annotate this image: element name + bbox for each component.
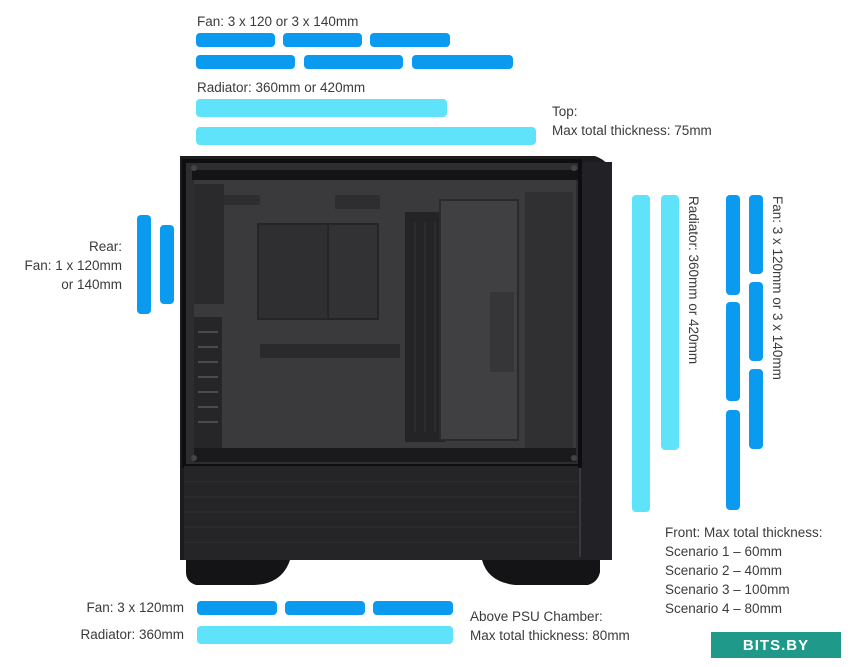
top-radiator-label: Radiator: 360mm or 420mm (197, 80, 366, 95)
front-scenario-1: Scenario 1 – 60mm (665, 544, 783, 559)
pc-case-image (180, 156, 612, 585)
front-fan-bar-140 (726, 410, 740, 510)
bottom-fan-bar (373, 601, 453, 615)
rear-fan-line2: or 140mm (61, 277, 122, 292)
bottom-chamber-value: Max total thickness: 80mm (470, 628, 630, 643)
case-foot-right (482, 560, 600, 585)
bottom-radiator-label: Radiator: 360mm (80, 627, 184, 642)
top-fan-bar-140 (304, 55, 403, 69)
bottom-chamber-title: Above PSU Chamber: (470, 609, 603, 624)
bottom-fan-label: Fan: 3 x 120mm (86, 600, 184, 615)
front-radiator-label: Radiator: 360mm or 420mm (686, 196, 701, 365)
bottom-fan-bar (285, 601, 365, 615)
watermark-logo: BITS.BY (711, 632, 841, 658)
top-thickness-value: Max total thickness: 75mm (552, 123, 712, 138)
bottom-fan-bar (197, 601, 277, 615)
top-fan-bar-140 (196, 55, 295, 69)
front-fan-bar-120 (749, 195, 763, 274)
top-radiator-bar-360 (196, 99, 447, 117)
front-fan-bar-120 (749, 282, 763, 361)
top-fan-bar (283, 33, 362, 47)
front-scenario-2: Scenario 2 – 40mm (665, 563, 783, 578)
top-fan-bar (370, 33, 450, 47)
front-fan-bar-120 (749, 369, 763, 449)
bottom-mesh (184, 466, 578, 560)
top-fan-bar-140 (412, 55, 513, 69)
front-radiator-bar-420 (632, 195, 650, 512)
top-fan-label: Fan: 3 x 120 or 3 x 140mm (197, 14, 359, 29)
top-thickness-title: Top: (552, 104, 578, 119)
rear-fan-line1: Fan: 1 x 120mm (24, 258, 122, 273)
front-thickness-title: Front: Max total thickness: (665, 525, 823, 540)
front-panel (578, 162, 612, 560)
front-scenario-3: Scenario 3 – 100mm (665, 582, 790, 597)
front-scenario-4: Scenario 4 – 80mm (665, 601, 783, 616)
top-radiator-bar-420 (196, 127, 536, 145)
front-fan-bar-140 (726, 195, 740, 295)
bottom-radiator-bar (197, 626, 453, 644)
rear-fan-bar-140 (137, 215, 151, 314)
case-foot-left (186, 560, 290, 585)
front-fan-label: Fan: 3 x 120mm or 3 x 140mm (770, 196, 785, 380)
front-fan-bar-140 (726, 302, 740, 401)
front-radiator-bar-360 (661, 195, 679, 450)
rear-title: Rear: (88, 239, 122, 254)
rear-fan-bar-120 (160, 225, 174, 304)
top-fan-bar (196, 33, 275, 47)
